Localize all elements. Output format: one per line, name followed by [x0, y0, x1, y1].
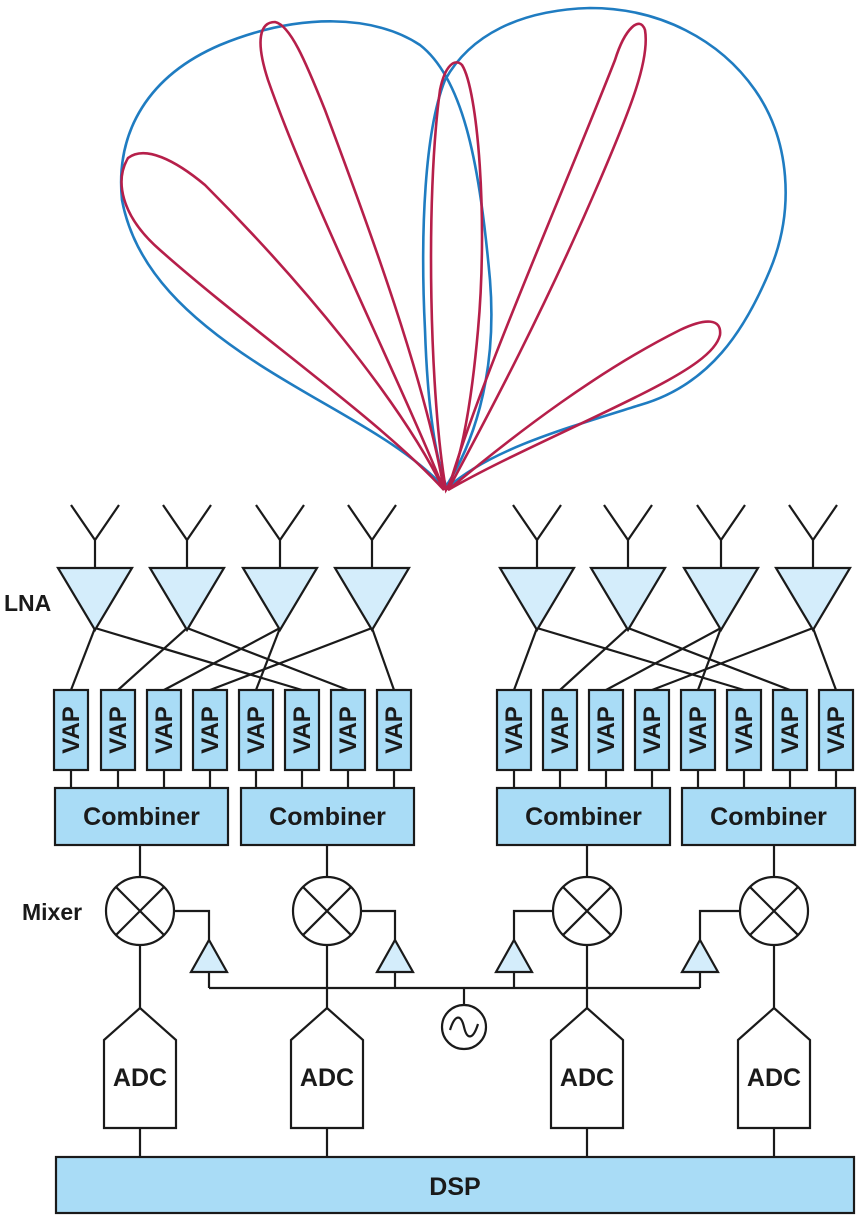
wide-beam-lobe-right: [421, 6, 787, 491]
antenna-icon: [347, 504, 397, 568]
narrow-beam-5: [447, 320, 722, 492]
mixer-icon: [738, 875, 810, 947]
buffer-amplifier-icon: [494, 937, 534, 974]
vap-label: VAP: [777, 706, 804, 754]
combiner-block-3: Combiner: [495, 786, 672, 847]
vap-label: VAP: [639, 706, 666, 754]
vap-block-10: VAP: [541, 688, 579, 772]
mixer-side-label: Mixer: [22, 899, 82, 925]
antenna-icon: [255, 504, 305, 568]
lna-amplifier-6: [589, 566, 667, 633]
vap-label: VAP: [823, 706, 850, 754]
vap-block-1: VAP: [52, 688, 90, 772]
narrow-beam-2: [259, 20, 446, 491]
mixer-icon: [551, 875, 623, 947]
vap-block-9: VAP: [495, 688, 533, 772]
vap-label: VAP: [289, 706, 316, 754]
vap-label: VAP: [105, 706, 132, 754]
lna-row: [56, 566, 852, 633]
mixer-icon: [104, 875, 176, 947]
adc-block-2: ADC: [289, 1006, 365, 1130]
lna-amplifier-3: [241, 566, 319, 633]
vap-label: VAP: [501, 706, 528, 754]
vap-block-2: VAP: [99, 688, 137, 772]
vap-block-14: VAP: [725, 688, 763, 772]
combiner-label: Combiner: [525, 803, 642, 831]
adc-label: ADC: [747, 1064, 801, 1092]
adc-label: ADC: [300, 1064, 354, 1092]
antenna-icon: [788, 504, 838, 568]
vap-block-6: VAP: [283, 688, 321, 772]
vap-block-13: VAP: [679, 688, 717, 772]
lna-amplifier-7: [682, 566, 760, 633]
lna-amplifier-4: [333, 566, 411, 633]
antenna-icon: [162, 504, 212, 568]
lna-side-label: LNA: [4, 590, 51, 616]
antenna-icon: [696, 504, 746, 568]
lna-amplifier-5: [498, 566, 576, 633]
vap-block-4: VAP: [191, 688, 229, 772]
narrow-beam-1: [120, 152, 446, 491]
adc-block-1: ADC: [102, 1006, 178, 1130]
vap-label: VAP: [197, 706, 224, 754]
adc-label: ADC: [113, 1064, 167, 1092]
vap-label: VAP: [685, 706, 712, 754]
combiner-block-4: Combiner: [680, 786, 857, 847]
vap-label: VAP: [335, 706, 362, 754]
lna-amplifier-1: [56, 566, 134, 633]
lna-amplifier-8: [774, 566, 852, 633]
vap-block-7: VAP: [329, 688, 367, 772]
vap-row: VAP VAP VAP VAP VAP VAP VAP VAP VAP VAP VAP VAP VAP V…: [52, 688, 855, 772]
combiner-label: Combiner: [269, 803, 386, 831]
mixer-row: [104, 875, 810, 947]
dsp-block: DSP: [54, 1155, 856, 1215]
adc-block-4: ADC: [736, 1006, 812, 1130]
adc-label: ADC: [560, 1064, 614, 1092]
combiner-label: Combiner: [710, 803, 827, 831]
vap-label: VAP: [151, 706, 178, 754]
vap-block-12: VAP: [633, 688, 671, 772]
buffer-amplifier-icon: [680, 937, 720, 974]
vap-block-3: VAP: [145, 688, 183, 772]
combiner-row: Combiner Combiner Combiner Combiner: [53, 786, 857, 847]
oscillator-icon: [440, 1003, 488, 1051]
vap-label: VAP: [381, 706, 408, 754]
lna-amplifier-2: [148, 566, 226, 633]
antenna-icon: [603, 504, 653, 568]
vap-block-16: VAP: [817, 688, 855, 772]
local-oscillator-network: [189, 937, 720, 1051]
antenna-icon: [70, 504, 120, 568]
vap-block-15: VAP: [771, 688, 809, 772]
vap-label: VAP: [243, 706, 270, 754]
combiner-block-1: Combiner: [53, 786, 230, 847]
wide-beam-lobe-left: [119, 20, 493, 491]
combiner-label: Combiner: [83, 803, 200, 831]
antenna-icon: [512, 504, 562, 568]
vap-block-5: VAP: [237, 688, 275, 772]
narrow-beam-4: [446, 22, 648, 491]
signal-wires: [69, 626, 838, 1157]
antenna-row: [70, 504, 838, 568]
vap-label: VAP: [593, 706, 620, 754]
adc-block-3: ADC: [549, 1006, 625, 1130]
vap-block-11: VAP: [587, 688, 625, 772]
vap-label: VAP: [547, 706, 574, 754]
buffer-amplifier-icon: [189, 937, 229, 974]
combiner-block-2: Combiner: [239, 786, 416, 847]
buffer-amplifier-icon: [375, 937, 415, 974]
adc-row: ADC ADC ADC ADC: [102, 1006, 812, 1130]
vap-label: VAP: [731, 706, 758, 754]
vap-block-8: VAP: [375, 688, 413, 772]
beam-pattern: [119, 6, 787, 494]
vap-label: VAP: [58, 706, 85, 754]
dsp-label: DSP: [429, 1173, 480, 1201]
mixer-icon: [291, 875, 363, 947]
narrow-beam-3: [429, 61, 484, 494]
